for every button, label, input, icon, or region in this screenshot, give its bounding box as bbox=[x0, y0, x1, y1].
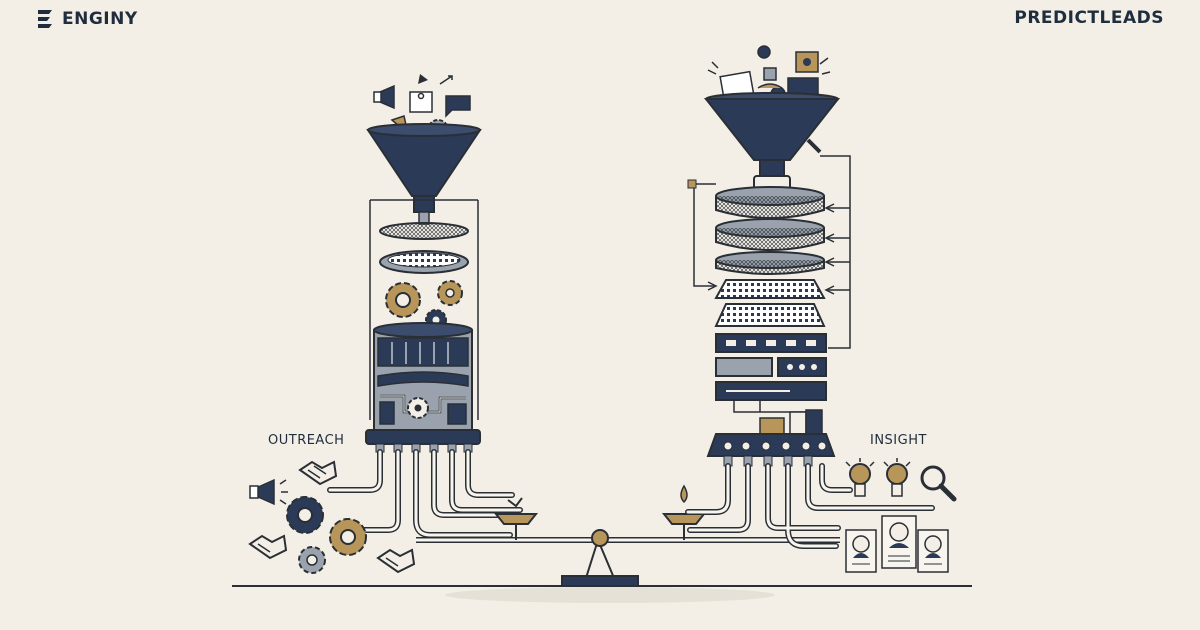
left-machine bbox=[327, 74, 523, 538]
profile-card-icon bbox=[845, 529, 877, 573]
lightbulb-icon bbox=[883, 458, 911, 497]
document-icon bbox=[409, 91, 433, 113]
megaphone-icon bbox=[249, 478, 288, 506]
outreach-label: OUTREACH bbox=[268, 433, 345, 448]
profile-card-icon bbox=[881, 515, 917, 569]
right-machine bbox=[685, 45, 935, 549]
predictleads-brand: PREDICTLEADS bbox=[1014, 8, 1164, 28]
outreach-icons bbox=[248, 460, 416, 574]
gear-icon bbox=[385, 282, 421, 318]
balance-scale bbox=[416, 484, 840, 587]
chat-icon bbox=[445, 95, 471, 118]
insight-label: INSIGHT bbox=[870, 433, 927, 448]
gear-icon bbox=[437, 280, 463, 306]
gear-icon bbox=[298, 546, 326, 574]
enginy-brand-text: ENGINY bbox=[62, 9, 138, 29]
handshake-icon bbox=[298, 460, 338, 486]
megaphone-icon bbox=[373, 84, 395, 110]
ground-shadow bbox=[445, 587, 775, 603]
lightbulb-icon bbox=[845, 458, 875, 497]
enginy-logo-icon bbox=[38, 10, 52, 28]
handshake-icon bbox=[376, 548, 416, 574]
gear-icon bbox=[329, 518, 367, 556]
profile-card-icon bbox=[917, 529, 949, 573]
magnifier-icon bbox=[920, 465, 957, 502]
insight-icons bbox=[845, 458, 957, 573]
gear-icon bbox=[286, 496, 324, 534]
gear-icon bbox=[407, 397, 429, 419]
enginy-brand: ENGINY bbox=[36, 8, 138, 30]
handshake-icon bbox=[248, 534, 288, 560]
